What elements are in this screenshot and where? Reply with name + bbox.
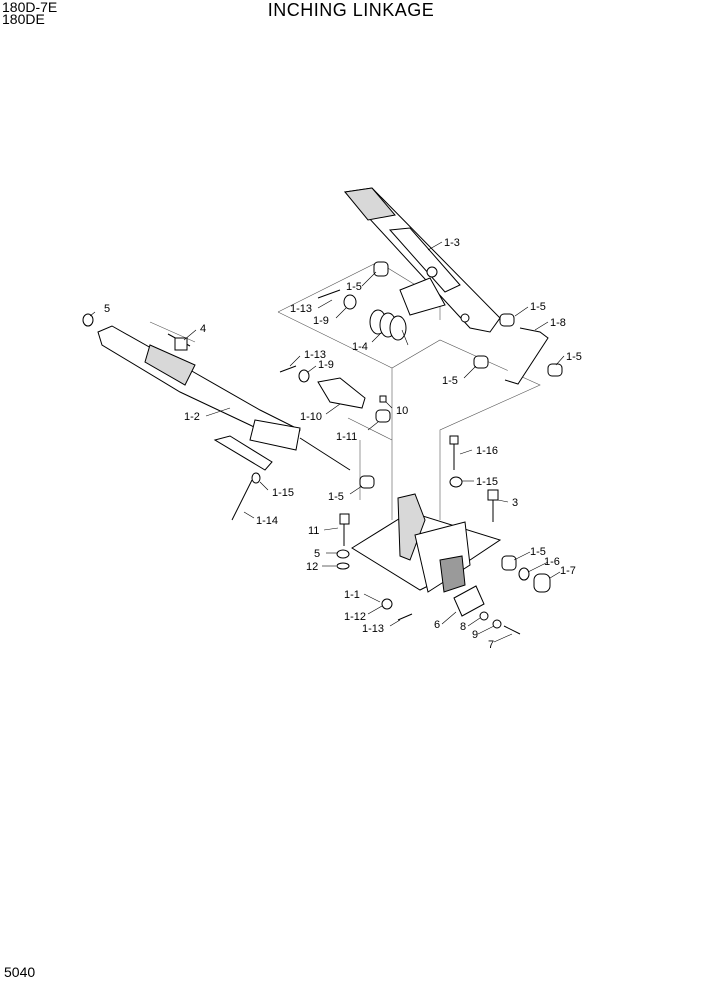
callout-1-5: 1-5: [530, 301, 546, 313]
page-number: 5040: [4, 964, 36, 980]
callout-5: 5: [104, 303, 110, 315]
callout-labels: 1-3 1-5 1-13 1-9 1-4 1-5 1-8 1-5 1-5 5 4…: [104, 237, 582, 651]
callout-1-1: 1-1: [344, 589, 360, 601]
callout-3: 3: [512, 497, 518, 509]
callout-1-13: 1-13: [290, 303, 312, 315]
callout-1-7: 1-7: [560, 565, 576, 577]
callout-1-11: 1-11: [336, 431, 357, 443]
callout-1-5: 1-5: [328, 491, 344, 503]
callout-1-8: 1-8: [550, 317, 566, 329]
upper-small-parts: [317, 261, 563, 385]
callout-1-10: 1-10: [300, 411, 322, 423]
center-link-part: [279, 365, 391, 423]
callout-1-12: 1-12: [344, 611, 366, 623]
callout-8: 8: [460, 621, 466, 633]
callout-1-5: 1-5: [346, 281, 362, 293]
page-title: INCHING LINKAGE: [267, 0, 435, 20]
callout-4: 4: [200, 323, 206, 335]
callout-9: 9: [472, 629, 478, 641]
pedal-arm-part: [343, 187, 501, 333]
callout-1-13: 1-13: [362, 623, 384, 635]
callout-1-5: 1-5: [566, 351, 582, 363]
callout-5: 5: [314, 548, 320, 560]
callout-1-15: 1-15: [272, 487, 294, 499]
callout-1-2: 1-2: [184, 411, 200, 423]
callout-6: 6: [434, 619, 440, 631]
callout-1-9: 1-9: [318, 359, 334, 371]
model-code-primary: 180D-7E: [2, 0, 58, 15]
callout-1-5: 1-5: [442, 375, 458, 387]
cross-shaft-part: [82, 313, 351, 471]
callout-1-15: 1-15: [476, 476, 498, 488]
callout-1-5: 1-5: [530, 546, 546, 558]
return-spring-part: [369, 309, 409, 346]
mounting-bracket-part: [351, 475, 502, 593]
callout-1-16: 1-16: [476, 445, 498, 457]
callout-1-3: 1-3: [444, 237, 460, 249]
callout-1-9: 1-9: [313, 315, 329, 327]
callout-leader-lines: [89, 241, 565, 643]
callout-10: 10: [396, 405, 408, 417]
callout-1-6: 1-6: [544, 556, 560, 568]
callout-1-13: 1-13: [304, 349, 326, 361]
group-boundary-lines: [149, 261, 541, 520]
callout-11: 11: [308, 525, 319, 537]
callout-12: 12: [306, 561, 318, 573]
callout-7: 7: [488, 639, 494, 651]
callout-1-14: 1-14: [256, 515, 278, 527]
callout-1-4: 1-4: [352, 341, 368, 353]
model-code-secondary: 180DE: [2, 11, 45, 27]
lower-hardware-parts: [231, 435, 551, 635]
